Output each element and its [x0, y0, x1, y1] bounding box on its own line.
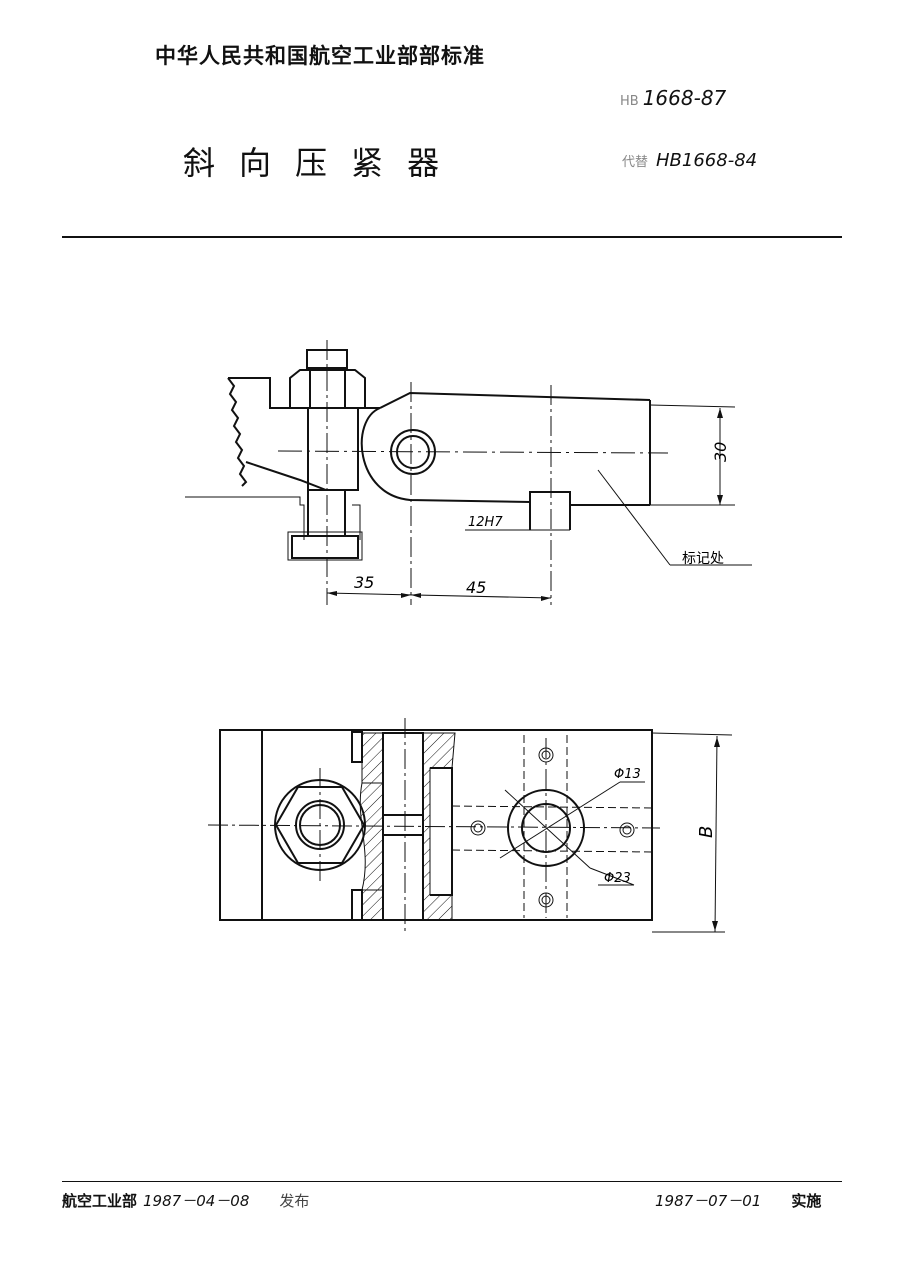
title-char: 器: [407, 144, 440, 182]
footer-effective: 1987－07－01 实施: [655, 1190, 821, 1211]
marking-location-label: 标记处: [682, 551, 724, 567]
footer-divider: [62, 1181, 842, 1182]
replaces-standard: 代替 HB1668-84: [622, 150, 757, 171]
title-char: 压: [295, 144, 328, 182]
issuer: 航空工业部: [62, 1192, 138, 1210]
fit-tolerance-label: 12H7: [468, 515, 503, 530]
document-title: 斜向压紧器: [183, 138, 463, 184]
replaces-number: HB1668-84: [656, 150, 758, 171]
dim-width-label: B: [696, 826, 717, 838]
dim-height-label: 30: [711, 442, 730, 462]
standard-prefix: HB: [620, 94, 639, 109]
issue-date: 1987－04－08: [143, 1192, 250, 1210]
effective-action: 实施: [791, 1192, 822, 1210]
dim-right-label: 45: [466, 578, 486, 597]
header-divider: [62, 236, 842, 238]
standard-number-value: 1668-87: [642, 86, 727, 110]
title-char: 向: [239, 144, 272, 182]
dia-inner-label: Φ13: [614, 767, 641, 782]
dim-left-label: 35: [354, 573, 374, 592]
effective-date: 1987－07－01: [655, 1192, 762, 1210]
footer-issue: 航空工业部 1987－04－08 发布: [62, 1190, 309, 1211]
issue-action: 发布: [279, 1192, 310, 1210]
title-char: 紧: [351, 144, 384, 182]
title-char: 斜: [183, 144, 216, 182]
dia-outer-label: Φ23: [604, 871, 631, 886]
replaces-prefix: 代替: [622, 155, 649, 170]
organization-title: 中华人民共和国航空工业部部标准: [155, 44, 485, 68]
